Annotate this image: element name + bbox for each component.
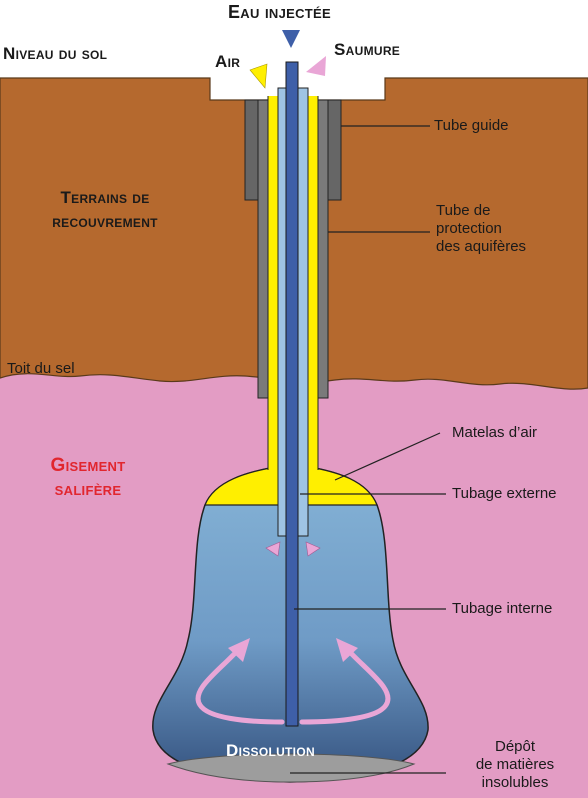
- label-brine: Saumure: [334, 40, 401, 59]
- air-arrow-icon: [249, 63, 268, 89]
- label-insoluble-deposit: Dépôt de matières insolubles: [475, 738, 555, 791]
- aquifer-protection-casing-right: [317, 99, 329, 399]
- circulation-arrow-left-icon: [195, 647, 285, 725]
- label-guide-tube: Tube guide: [434, 117, 509, 134]
- brine-intake-arrow-left-icon: [265, 541, 281, 557]
- label-salt-deposit: Gisement salifère: [50, 455, 126, 500]
- circulation-arrow-right-icon: [299, 647, 391, 725]
- label-air-cushion: Matelas d’air: [452, 424, 538, 441]
- insoluble-deposit: [166, 753, 416, 783]
- label-dissolution: Dissolution: [226, 741, 315, 760]
- brine-intake-arrow-right-icon: [305, 541, 321, 557]
- guide-tube-right: [327, 99, 342, 201]
- label-air: Air: [215, 52, 241, 71]
- label-injected-water: Eau injectée: [228, 2, 331, 22]
- label-ground-level: Niveau du sol: [3, 44, 108, 63]
- leader-lines: [290, 125, 446, 774]
- guide-tube-left: [244, 99, 259, 201]
- brine-arrow-icon: [306, 56, 326, 76]
- label-outer-tubing: Tubage externe: [452, 485, 557, 502]
- label-inner-tubing: Tubage interne: [452, 600, 553, 617]
- injected-water-arrow-icon: [282, 30, 300, 48]
- label-overburden: Terrains de recouvrement: [52, 188, 158, 231]
- label-salt-roof: Toit du sel: [7, 360, 75, 377]
- inner-tubing: [285, 61, 299, 727]
- aquifer-protection-casing-left: [257, 99, 269, 399]
- label-aquifer-protection-tube: Tube de protection des aquifères: [436, 202, 527, 255]
